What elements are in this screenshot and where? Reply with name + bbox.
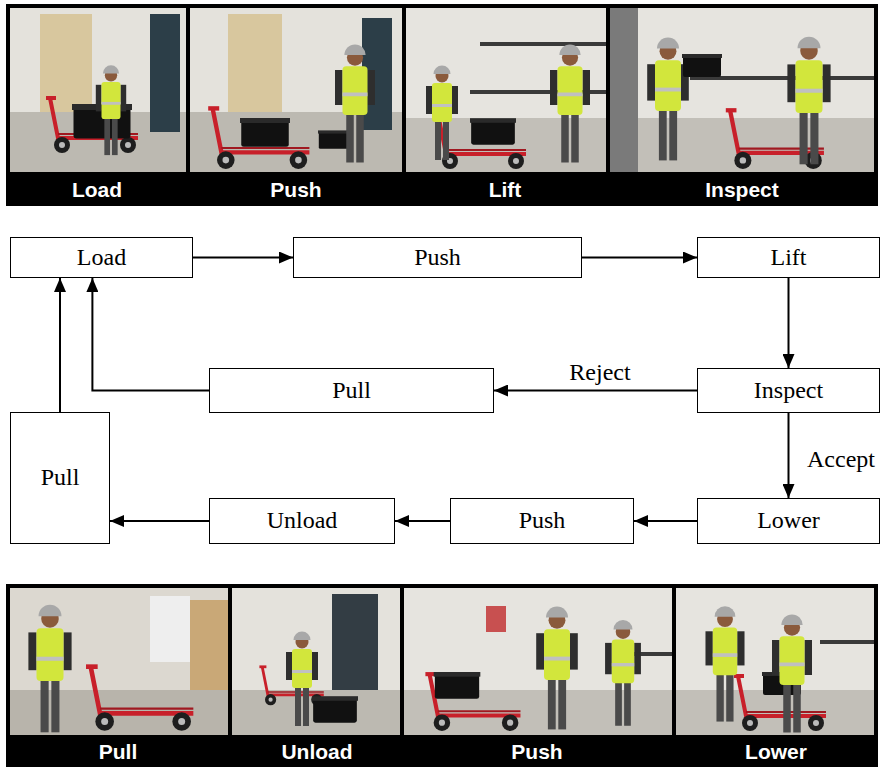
photo-caption: Lift <box>489 179 522 200</box>
process-box: Push <box>450 498 634 544</box>
box-label: Push <box>414 244 461 272</box>
box-label: Load <box>77 244 126 272</box>
box-label: Push <box>519 507 566 535</box>
process-box: Load <box>10 237 193 278</box>
flow-arrow <box>110 520 209 522</box>
box-label: Pull <box>332 377 371 405</box>
flow-arrow <box>634 520 697 522</box>
flow-arrow <box>582 257 697 259</box>
flow-arrow <box>395 520 450 522</box>
flow-arrow <box>92 278 209 391</box>
photo-lower <box>676 588 874 735</box>
process-box: Pull <box>10 412 110 544</box>
photo-push-return <box>404 588 672 735</box>
photo-caption: Load <box>72 179 122 200</box>
photo-caption: Pull <box>99 741 138 762</box>
photo-caption: Unload <box>281 741 352 762</box>
photo-caption: Inspect <box>705 179 779 200</box>
box-label: Lift <box>771 244 807 272</box>
photo-unload <box>232 588 400 735</box>
photo-lift <box>406 8 606 172</box>
edge-label: Accept <box>804 446 878 472</box>
caption-bar <box>6 735 878 767</box>
photo-pull <box>10 588 228 735</box>
flow-arrow <box>59 278 61 412</box>
caption-bar <box>6 172 878 206</box>
process-box: Pull <box>209 368 494 413</box>
flow-arrow <box>494 390 697 392</box>
box-label: Inspect <box>754 377 823 405</box>
edge-label: Reject <box>566 359 633 385</box>
photo-inspect <box>610 8 874 172</box>
flow-arrow <box>788 278 790 368</box>
process-box: Push <box>293 237 582 278</box>
strip-frame <box>6 584 878 767</box>
process-box: Inspect <box>697 368 880 413</box>
photo-caption: Push <box>270 179 321 200</box>
process-box: Lift <box>697 237 880 278</box>
flow-arrow <box>193 257 293 259</box>
strip-frame <box>6 4 878 206</box>
process-box: Lower <box>697 498 880 544</box>
box-label: Pull <box>41 464 80 492</box>
photo-caption: Lower <box>745 741 807 762</box>
photo-caption: Push <box>511 741 562 762</box>
photo-push <box>190 8 402 172</box>
photo-load <box>10 8 186 172</box>
box-label: Lower <box>757 507 820 535</box>
box-label: Unload <box>267 507 338 535</box>
flow-arrow <box>788 413 790 498</box>
process-box: Unload <box>209 498 395 544</box>
